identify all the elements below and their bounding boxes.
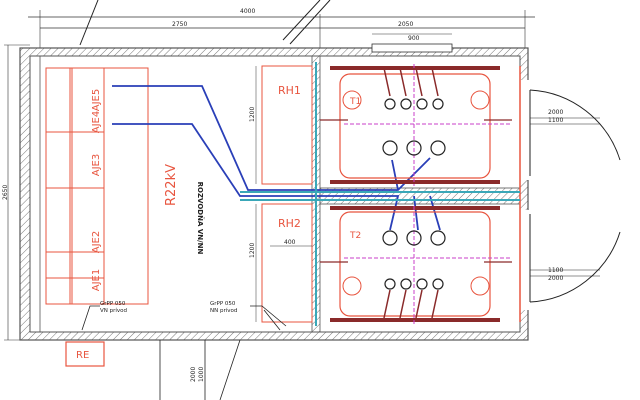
rh1-label: RH1: [278, 84, 301, 97]
dim-total: 4000: [240, 8, 255, 15]
dim-door-bottom-b: 2000: [548, 275, 563, 282]
building-walls: [19, 43, 530, 341]
cell-aje4: AJE4: [91, 111, 102, 133]
dim-height: 2650: [2, 185, 9, 200]
transformer-t2: [320, 206, 512, 324]
cable-right-line2: NN prívod: [210, 307, 237, 314]
cell-aje5: AJE5: [91, 89, 102, 111]
doors: [529, 89, 621, 303]
dim-bottom-b: 1000: [198, 367, 205, 382]
t1-label: T1: [349, 97, 361, 107]
re-label: RE: [76, 350, 89, 361]
t2-label: T2: [349, 231, 361, 241]
cable-left-line1: GrPP 050: [100, 301, 126, 307]
dim-right-width: 2050: [398, 21, 413, 28]
room-label: ROZVODŇA VN/NN: [196, 182, 205, 255]
cable-entries: [81, 305, 287, 400]
cable-left-line2: VN prívod: [100, 307, 127, 314]
dim-vent: 900: [408, 35, 420, 42]
voltage-label: R22kV: [164, 164, 179, 206]
rh-cabinets: [261, 65, 313, 323]
dim-door-top-a: 2000: [548, 109, 563, 116]
switchgear: [45, 67, 149, 305]
transformer-t1: [320, 64, 512, 186]
cyan-frame: [240, 62, 520, 326]
dim-gap-rh2: 1200: [249, 243, 256, 258]
rh2-label: RH2: [278, 217, 301, 230]
re-box: [65, 341, 105, 367]
dim-bottom-a: 2000: [190, 367, 197, 382]
rh-dimensions: [255, 66, 312, 322]
cable-right-line1: GrPP 050: [210, 301, 236, 307]
dim-gap-rh1: 1200: [249, 107, 256, 122]
dim-left-width: 2750: [172, 21, 187, 28]
top-dimension-lines: [28, 0, 535, 48]
dim-door-top-b: 1100: [548, 117, 563, 124]
dim-rh-width: 400: [284, 239, 296, 246]
cell-aje1: AJE1: [91, 269, 102, 291]
cell-aje3: AJE3: [91, 154, 102, 176]
dim-door-bottom-a: 1100: [548, 267, 563, 274]
cell-aje2: AJE2: [91, 231, 102, 253]
